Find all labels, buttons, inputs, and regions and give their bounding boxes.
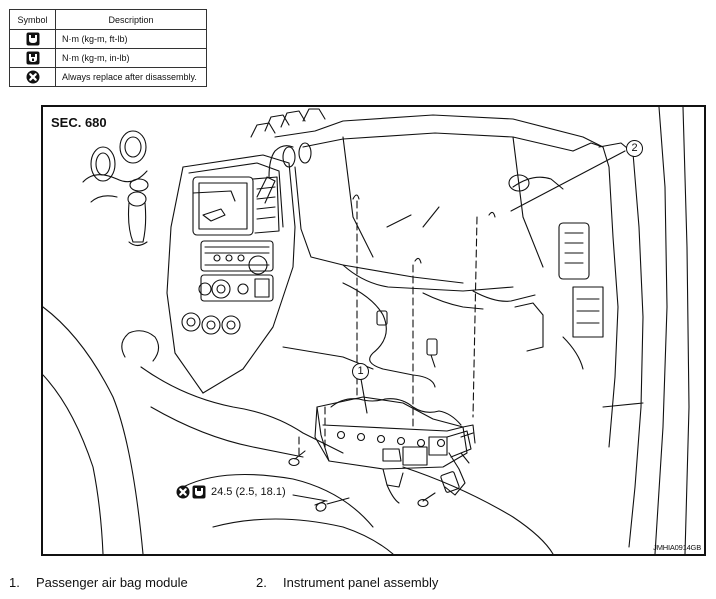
instrument-panel-drawing (43, 107, 690, 554)
leader-lines (292, 150, 626, 502)
part-number: 1. (9, 575, 20, 590)
figure-frame: SEC. 680 (41, 105, 706, 556)
callout-1: 1 (352, 363, 369, 380)
part-name: Passenger air bag module (36, 575, 188, 590)
assembly-dashed-lines (298, 200, 478, 458)
always-replace-icon (26, 70, 39, 84)
callout-2: 2 (626, 140, 643, 157)
legend-row: N·m (kg-m, in-lb) (9, 48, 207, 68)
dash-vent-pods (82, 130, 149, 203)
section-label: SEC. 680 (51, 115, 107, 130)
legend-symbol-cell (9, 48, 56, 68)
symbol-legend-table: Symbol Description N·m (kg-m, ft-lb) N·m… (9, 9, 207, 87)
torque-inlb-wrench-icon (26, 51, 39, 65)
legend-row: Always replace after disassembly. (9, 67, 207, 87)
legend-description: N·m (kg-m, ft-lb) (55, 29, 207, 49)
figure-code: JMHIA0914GB (653, 543, 701, 552)
legend-symbol-cell (9, 67, 56, 87)
part-name: Instrument panel assembly (283, 575, 439, 590)
legend-description: N·m (kg-m, in-lb) (55, 48, 207, 68)
passenger-air-bag-module (314, 396, 476, 504)
shift-knob (121, 191, 160, 362)
symbol-column-header: Symbol (9, 9, 56, 30)
description-column-header: Description (55, 9, 207, 30)
seat-and-console (43, 306, 554, 554)
legend-row: N·m (kg-m, ft-lb) (9, 29, 207, 49)
torque-note: 24.5 (2.5, 18.1) (176, 485, 286, 499)
legend-header-row: Symbol Description (9, 9, 207, 30)
torque-value: 24.5 (2.5, 18.1) (211, 486, 286, 498)
clip-marks (352, 194, 496, 264)
mounting-screws (288, 432, 474, 512)
door-side-panel (508, 107, 690, 554)
legend-description: Always replace after disassembly. (55, 67, 207, 87)
part-number: 2. (256, 575, 267, 590)
always-replace-icon (176, 485, 190, 499)
center-stack (166, 154, 296, 394)
legend-symbol-cell (9, 29, 56, 49)
instrument-panel-assembly (250, 108, 604, 292)
torque-ftlb-wrench-icon (26, 32, 39, 46)
torque-ftlb-wrench-icon (192, 485, 206, 499)
wiring-harness (342, 282, 536, 388)
